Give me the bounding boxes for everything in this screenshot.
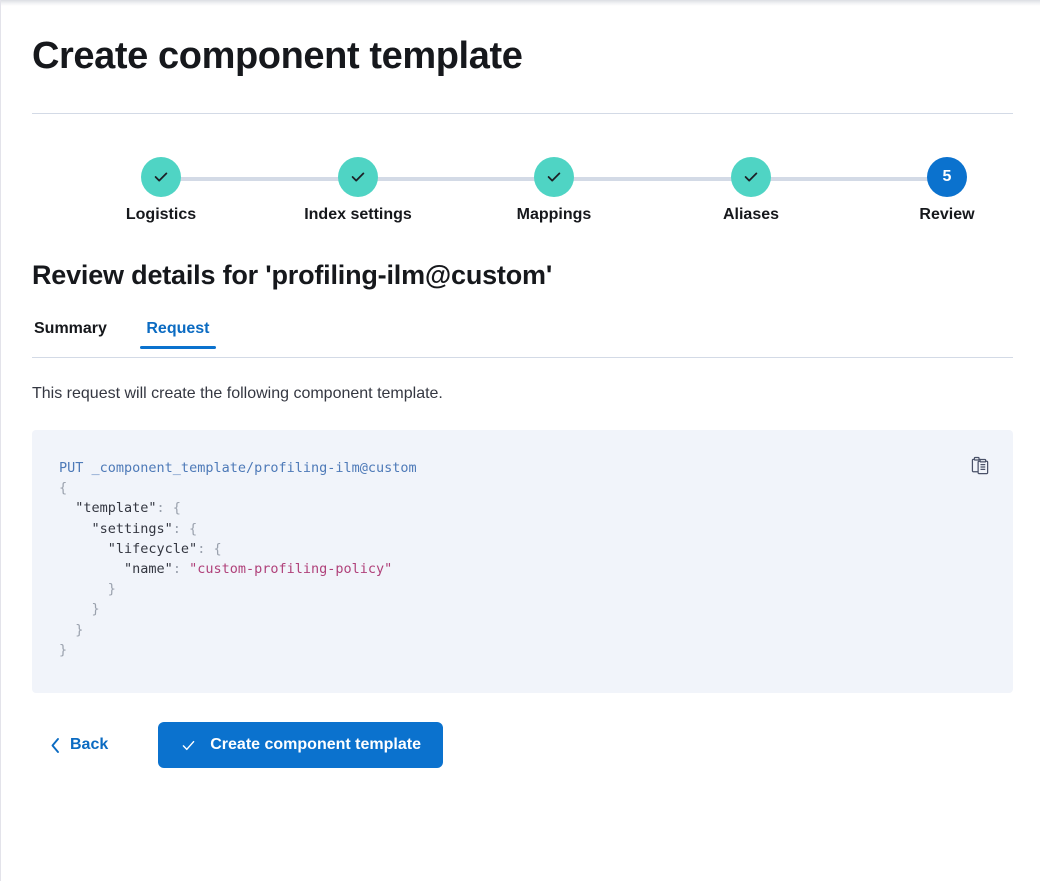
step-number-badge: 5 [927,157,967,197]
step-label: Index settings [304,206,412,223]
tab-request[interactable]: Request [140,320,216,349]
step-status-check-icon [534,157,574,197]
copy-icon[interactable] [964,450,996,482]
page-title: Create component template [32,35,523,77]
request-description: This request will create the following c… [32,385,443,402]
wizard-footer: Back Create component template [32,722,1014,768]
step-mappings[interactable]: Mappings [454,157,654,224]
step-label: Logistics [125,206,197,223]
step-status-check-icon [731,157,771,197]
step-status-check-icon [338,157,378,197]
step-label: Review [919,206,975,223]
chevron-left-icon [51,737,59,753]
check-icon [182,740,195,750]
step-status-check-icon [141,157,181,197]
back-button[interactable]: Back [40,730,116,760]
request-code-block: PUT _component_template/profiling-ilm@cu… [59,460,417,658]
back-button-label: Back [70,736,109,753]
window-chrome-strip [0,0,1040,6]
tabs-divider [32,357,1013,358]
title-divider [32,113,1013,114]
tab-summary[interactable]: Summary [34,320,107,337]
step-number: 5 [942,168,952,185]
step-review[interactable]: 5 Review [847,157,1040,224]
review-heading: Review details for 'profiling-ilm@custom… [32,260,553,290]
step-label: Mappings [516,206,592,223]
create-button-label: Create component template [210,736,421,753]
create-component-template-button[interactable]: Create component template [158,722,443,768]
step-aliases[interactable]: Aliases [651,157,851,224]
review-tabs: Summary Request [32,320,1014,358]
request-code-panel: PUT _component_template/profiling-ilm@cu… [32,430,1013,693]
step-logistics[interactable]: Logistics [61,157,261,224]
step-index-settings[interactable]: Index settings [258,157,458,224]
step-label: Aliases [722,206,780,223]
step-indicator: Logistics Index settings Mappings Aliase… [32,157,1014,241]
window-left-border [0,0,1,881]
